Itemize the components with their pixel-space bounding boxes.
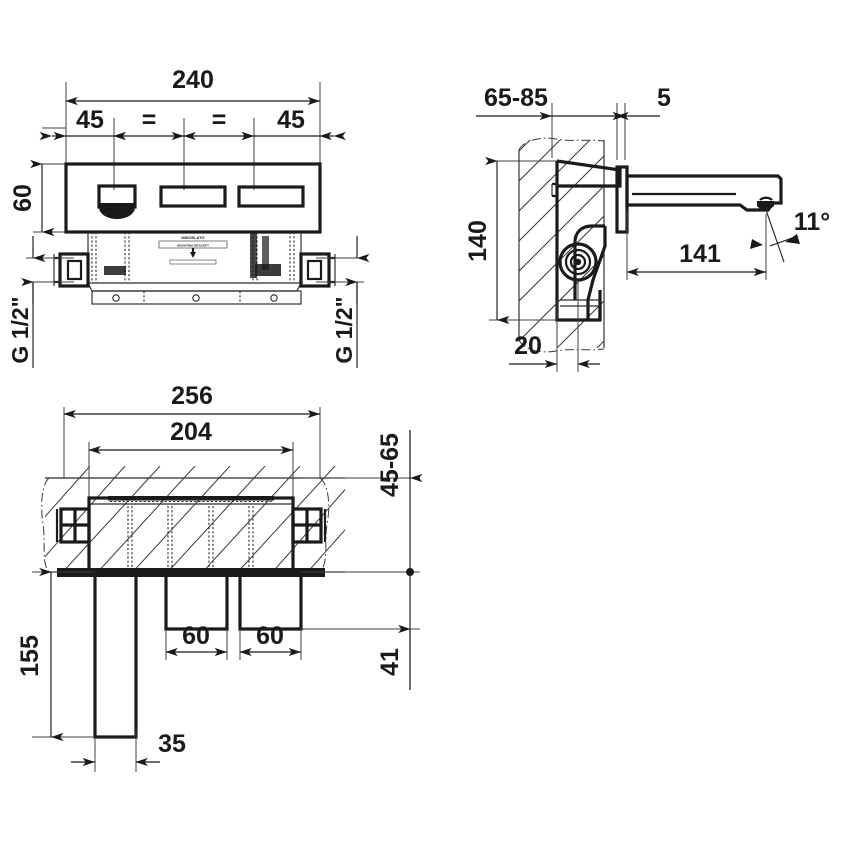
dimension-141: 141 bbox=[626, 210, 767, 280]
dimension-65-85-label: 65-85 bbox=[484, 84, 548, 112]
dimension-g-half-left-label: G 1/2" bbox=[7, 296, 33, 363]
dimension-41: 41 bbox=[300, 572, 420, 690]
mounting-rail bbox=[91, 290, 302, 305]
outlet-box-right bbox=[238, 577, 303, 631]
dimension-60-right-label: 60 bbox=[256, 622, 284, 650]
body-plan-top-rib bbox=[108, 496, 274, 501]
dimension-chain-45-eq-eq-45: 45 = = 45 bbox=[39, 106, 346, 141]
trim-plate-outline bbox=[64, 162, 322, 234]
dimension-60-left-label: 60 bbox=[182, 622, 210, 650]
dimension-11-degree-label: 11° bbox=[794, 208, 830, 236]
outlet-boss bbox=[558, 242, 598, 282]
dimension-45-65-label: 45-65 bbox=[376, 433, 404, 497]
wall-break-top bbox=[518, 137, 605, 151]
control-slot-right bbox=[237, 185, 305, 208]
body-top-wedge bbox=[556, 159, 622, 188]
dimension-41-label: 41 bbox=[376, 648, 404, 676]
body-small-marks bbox=[104, 232, 281, 278]
control-slot-left bbox=[159, 185, 227, 208]
dimension-35: 35 bbox=[71, 730, 186, 772]
body-mark-mid: MOUNTING BRACKET bbox=[177, 244, 209, 248]
dimension-140: 140 bbox=[464, 156, 560, 325]
dimension-140-label: 140 bbox=[464, 220, 492, 262]
concealed-body-side bbox=[551, 159, 622, 322]
dimension-eq-1-label: = bbox=[142, 106, 157, 134]
dimension-60-height: 60 bbox=[9, 159, 66, 237]
cover-plate-plan bbox=[57, 568, 325, 577]
dimension-60-left: 60 bbox=[165, 622, 228, 660]
outlet-drop-tube bbox=[93, 577, 138, 739]
body-id-plate: MISCELATO MOUNTING BRACKET bbox=[158, 235, 228, 265]
dimension-5-label: 5 bbox=[657, 84, 671, 112]
body-plan-internal-tubes bbox=[127, 506, 254, 568]
dimension-256: 256 bbox=[63, 382, 321, 478]
dimension-60-right: 60 bbox=[239, 622, 302, 660]
dimension-11-degree: 11° bbox=[750, 208, 830, 263]
dimension-g-half-left: G 1/2" bbox=[7, 236, 74, 368]
wall-break-left bbox=[41, 477, 50, 573]
dimension-204-label: 204 bbox=[170, 418, 212, 446]
body-front-brace bbox=[586, 226, 607, 320]
dimension-204: 204 bbox=[88, 418, 294, 502]
body-mark-upper: MISCELATO bbox=[181, 235, 204, 240]
wall-break-right bbox=[319, 477, 330, 573]
dimension-eq-2-label: = bbox=[212, 106, 227, 134]
dimension-g-half-right: G 1/2" bbox=[316, 236, 370, 368]
dimension-20: 20 bbox=[509, 280, 600, 372]
front-view: 240 45 = = 45 60 bbox=[7, 66, 370, 368]
wall-break-bottom bbox=[518, 339, 605, 353]
dimension-155: 155 bbox=[16, 567, 95, 742]
mounting-bracket-left bbox=[55, 507, 91, 544]
dimension-256-label: 256 bbox=[171, 382, 213, 410]
dimension-35-label: 35 bbox=[158, 730, 186, 758]
dimension-45-right-label: 45 bbox=[277, 106, 305, 134]
dimension-240-label: 240 bbox=[172, 66, 214, 94]
spout-arm bbox=[625, 174, 783, 212]
side-view: 65-85 5 140 bbox=[464, 84, 830, 372]
front-view-extension-lines bbox=[42, 82, 321, 190]
dimension-20-label: 20 bbox=[514, 332, 542, 360]
outlet-box-left bbox=[164, 577, 229, 631]
dimension-60-height-label: 60 bbox=[9, 184, 37, 212]
dimension-45-left-label: 45 bbox=[76, 106, 104, 134]
plan-view: 256 204 bbox=[16, 382, 423, 772]
dimension-45-65: 45-65 bbox=[300, 430, 423, 572]
dimension-240: 240 bbox=[65, 66, 321, 106]
dimension-g-half-right-label: G 1/2" bbox=[331, 296, 357, 363]
control-lever bbox=[97, 184, 137, 219]
dimension-155-label: 155 bbox=[16, 635, 44, 677]
inlet-connector-left bbox=[53, 252, 90, 288]
mounting-bracket-right bbox=[291, 507, 327, 544]
dimension-141-label: 141 bbox=[679, 240, 721, 268]
body-inner-curve bbox=[573, 224, 605, 243]
dimension-65-85-and-5: 65-85 5 bbox=[476, 84, 671, 160]
